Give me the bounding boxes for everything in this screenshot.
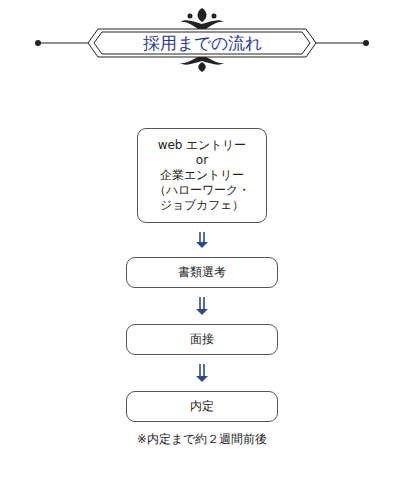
box-text: web エントリー or 企業エントリー （ハローワーク・ジョブカフェ） — [154, 138, 250, 213]
diagram-title: 採用までの流れ — [95, 31, 309, 55]
box-text: 面接 — [190, 332, 214, 347]
flow-arrow — [196, 297, 208, 315]
box-text: 書類選考 — [178, 265, 226, 280]
banner-dot — [35, 40, 41, 46]
banner-dot — [363, 40, 369, 46]
flow-arrow — [196, 364, 208, 382]
banner-frame-inner — [94, 32, 310, 54]
box-text: 内定 — [190, 399, 214, 414]
banner-rule — [40, 43, 88, 44]
process-box: web エントリー or 企業エントリー （ハローワーク・ジョブカフェ） — [137, 128, 267, 223]
ornament-top — [180, 8, 224, 29]
banner-frame — [88, 29, 316, 57]
process-box: 面接 — [126, 324, 278, 355]
ornament-bottom — [180, 57, 224, 72]
process-box: 書類選考 — [126, 257, 278, 288]
note-text: ※内定まで約２週間前後 — [137, 432, 267, 447]
flow-arrow — [196, 232, 208, 248]
banner-rule — [316, 43, 364, 44]
process-box: 内定 — [126, 391, 278, 422]
